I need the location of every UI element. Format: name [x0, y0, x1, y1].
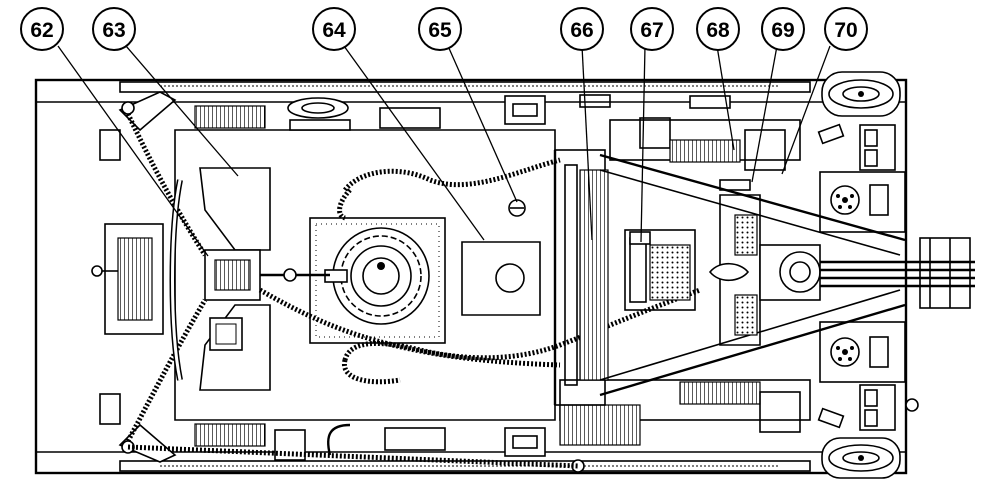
leader-66: [581, 45, 593, 241]
svg-text:62: 62: [30, 19, 53, 42]
leader-70: [781, 45, 831, 175]
wheel-front-top: [821, 71, 901, 117]
callout-66: 66: [560, 7, 604, 51]
leader-64: [343, 45, 485, 241]
top-rail-details: [194, 94, 801, 191]
svg-text:70: 70: [834, 19, 857, 42]
front-compartments: [817, 123, 919, 431]
leader-lines: [57, 45, 831, 257]
winch-frame: [553, 149, 696, 406]
leader-69: [751, 45, 778, 183]
bottom-rail-details: [127, 379, 811, 473]
svg-text:65: 65: [428, 19, 452, 42]
svg-text:68: 68: [706, 19, 730, 42]
rear-hitch-assembly: [91, 91, 208, 463]
leader-65: [447, 45, 518, 203]
wheel-front-bottom: [821, 437, 901, 479]
callout-65: 65: [418, 7, 462, 51]
leader-63: [125, 45, 239, 177]
callout-62: 62: [20, 7, 64, 51]
svg-text:64: 64: [322, 19, 346, 42]
svg-text:67: 67: [640, 19, 663, 42]
leader-68: [716, 45, 735, 151]
center-hatch: [283, 217, 446, 344]
callout-68: 68: [696, 7, 740, 51]
leader-62: [57, 45, 209, 257]
svg-text:69: 69: [771, 19, 794, 42]
rear-deck-plate: [169, 129, 556, 421]
callout-69: 69: [761, 7, 805, 51]
callout-70: 70: [824, 7, 868, 51]
a-frame-towbar: [599, 153, 975, 397]
callout-64: 64: [312, 7, 356, 51]
cable-routing: [258, 157, 701, 385]
callout-67: 67: [630, 7, 674, 51]
svg-text:66: 66: [570, 19, 593, 42]
access-plate: [461, 199, 541, 316]
callout-63: 63: [92, 7, 136, 51]
svg-text:63: 63: [102, 19, 125, 42]
leader-67: [640, 45, 646, 243]
